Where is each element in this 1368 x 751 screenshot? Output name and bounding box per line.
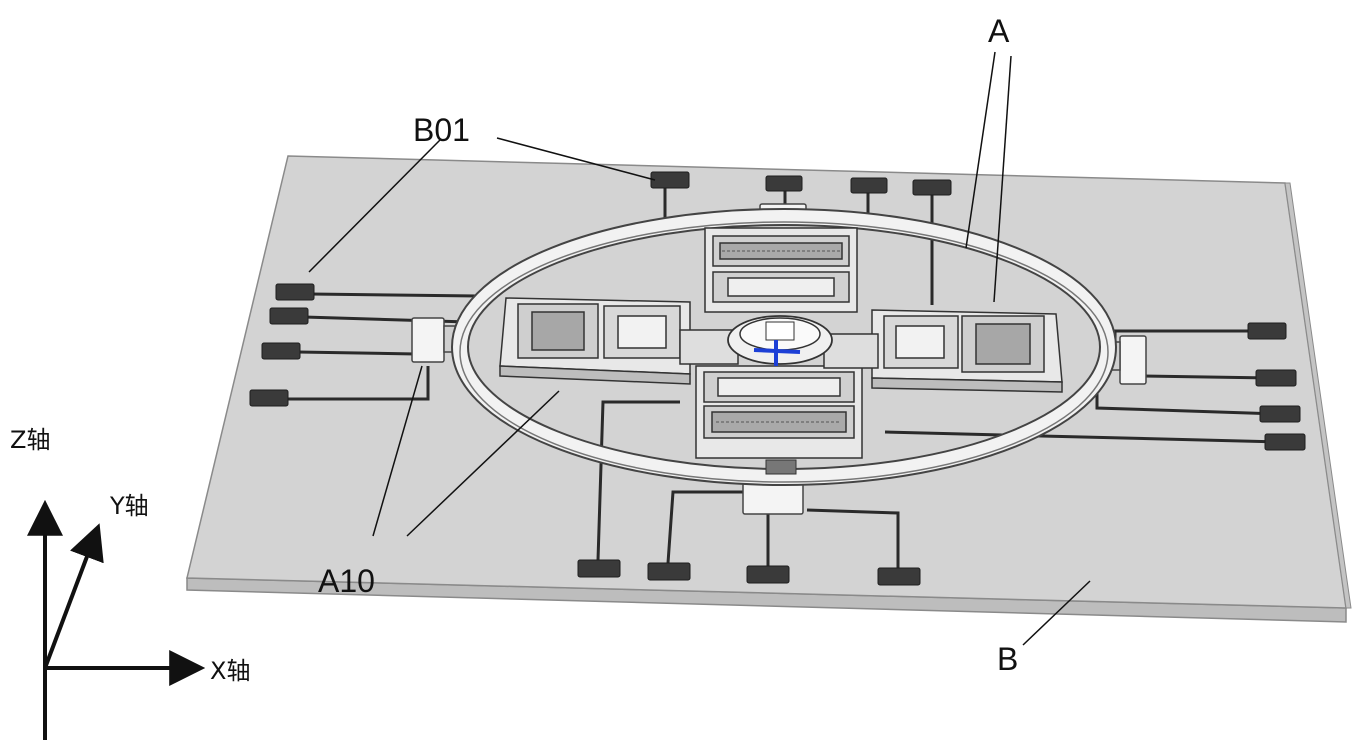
leader-a-2 [993, 55, 1012, 303]
x-axis-label: X轴 [210, 657, 250, 685]
label-b: B [997, 641, 1018, 677]
module-right [871, 309, 1063, 393]
coordinate-axes [27, 499, 206, 740]
leader-a10-1 [372, 365, 423, 537]
module-bottom [695, 365, 863, 459]
leader-b01-1 [496, 137, 656, 181]
label-a: A [988, 13, 1010, 49]
z-axis-label: Z轴 [10, 426, 50, 454]
leader-a-1 [965, 51, 996, 249]
leader-a10-2 [406, 390, 560, 537]
module-top [704, 227, 858, 313]
leader-b [1022, 580, 1091, 646]
central-hub [679, 315, 879, 475]
bond-pads [249, 171, 1306, 586]
module-left [499, 297, 691, 385]
label-a10: A10 [318, 563, 375, 599]
label-b01: B01 [413, 112, 470, 148]
leader-lines [308, 51, 1091, 646]
proof-mass-modules [499, 227, 1063, 459]
outer-ring [451, 208, 1117, 486]
y-axis-arrow [43, 523, 104, 669]
y-axis-label: Y轴 [109, 492, 149, 520]
leader-b01-2 [308, 139, 441, 273]
